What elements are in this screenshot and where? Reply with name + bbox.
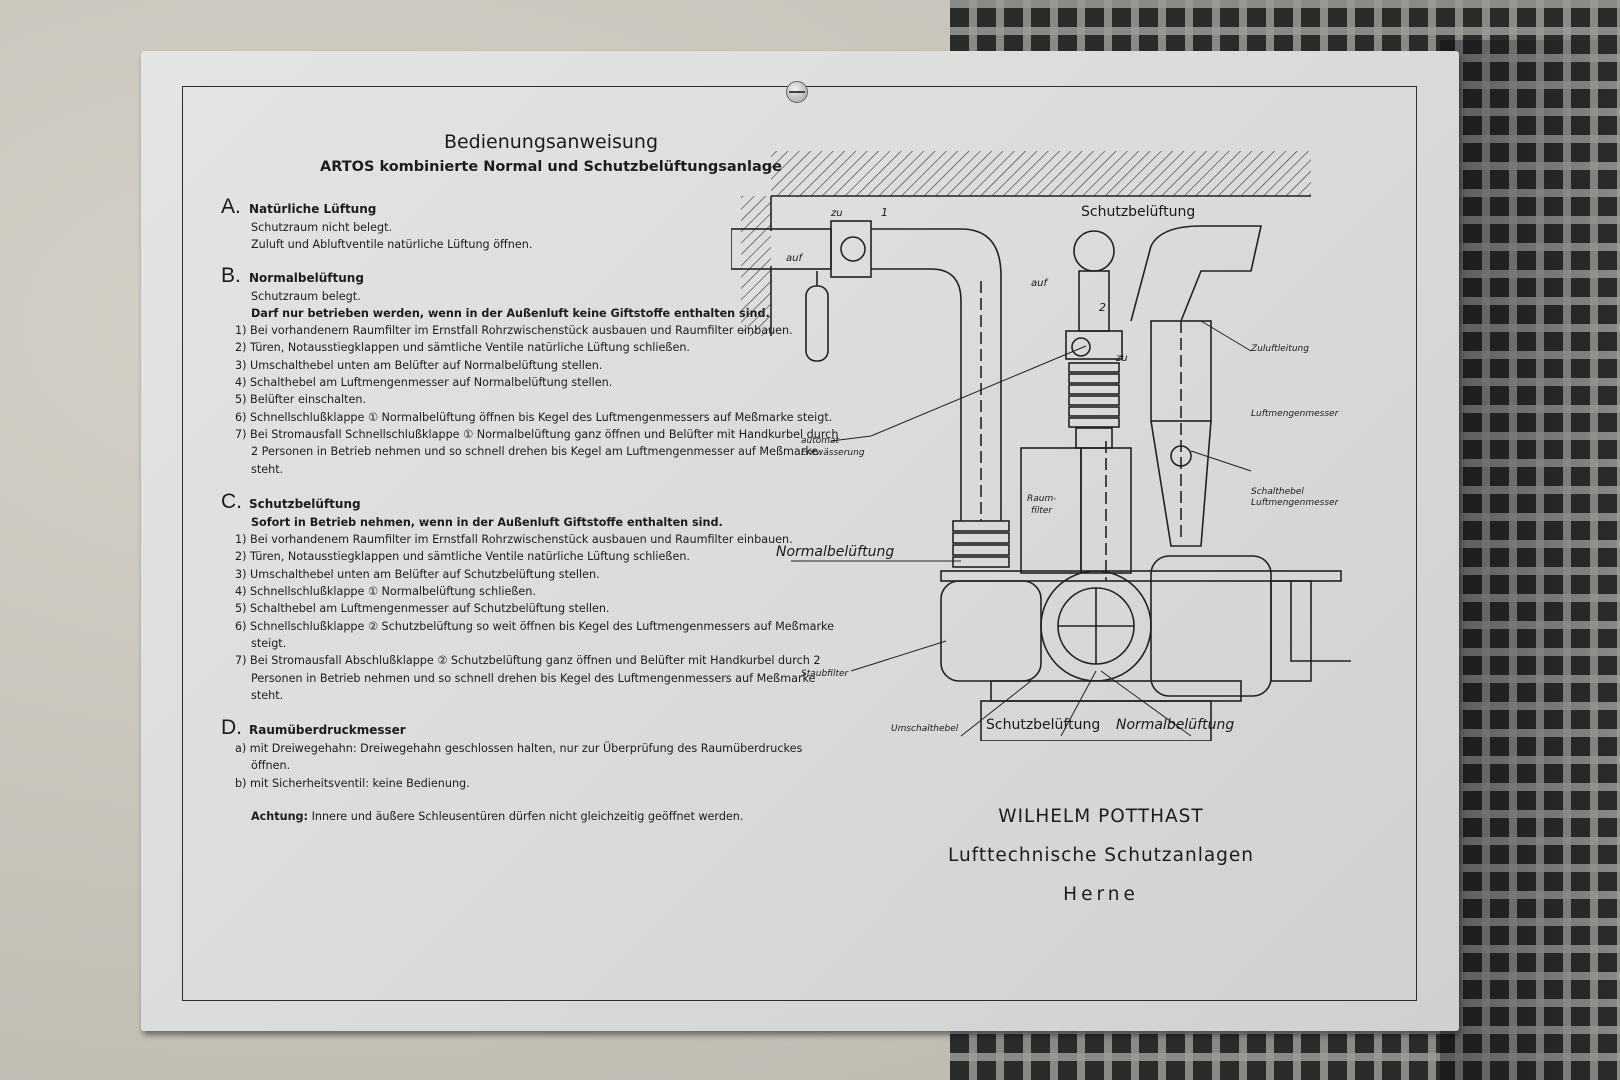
warning-note: Achtung: Innere und äußere Schleusentüre… (221, 808, 841, 825)
instruction-plate: Bedienungsanweisung ARTOS kombinierte No… (141, 51, 1459, 1031)
label-normal-bottom: Normalbelüftung (1116, 717, 1234, 733)
label-schutz-top: Schutzbelüftung (1081, 204, 1195, 220)
hand-crank (1290, 581, 1351, 662)
list-item: 7) Bei Stromausfall Abschlußklappe ② Sch… (235, 654, 821, 702)
label-auf-2: auf (1031, 278, 1048, 289)
label-schutz-bottom: Schutzbelüftung (986, 717, 1100, 733)
section-letter: D. (221, 716, 242, 740)
wall-hatching (741, 196, 771, 336)
section-line: Schutzraum nicht belegt. (251, 221, 393, 234)
label-auf: auf (786, 253, 803, 264)
section-letter: A. (221, 195, 241, 218)
section-line: Schutzraum belegt. (251, 289, 361, 303)
section-line: Zuluft und Abluftventile natürliche Lüft… (251, 238, 533, 252)
plate-subtitle: ARTOS kombinierte Normal und Schutzbelüf… (320, 159, 782, 175)
label-normal-left: Normalbelüftung (776, 544, 894, 560)
list-item: 3) Umschalthebel unten am Belüfter auf N… (235, 358, 603, 372)
valve-2 (1073, 230, 1115, 272)
section-warning: Sofort in Betrieb nehmen, wenn in der Au… (251, 515, 723, 529)
normal-duct (871, 228, 1002, 521)
note-text: Innere und äußere Schleusentüren dürfen … (311, 810, 744, 824)
section-c: C. Schutzbelüftung Sofort in Betrieb neh… (221, 490, 841, 704)
motor (1150, 555, 1272, 697)
label-automat: automat (801, 436, 840, 446)
manufacturer-city: Herne (1063, 884, 1139, 905)
note-label: Achtung: (251, 810, 309, 824)
label-number-2: 2 (1099, 301, 1106, 314)
zuluft-pipe (1130, 225, 1262, 322)
list-item: 1) Bei vorhandenem Raumfilter im Ernstfa… (235, 324, 793, 338)
list-item: 2) Türen, Notausstiegklappen und sämtlic… (235, 550, 690, 564)
list-item: b) mit Sicherheitsventil: keine Bedienun… (235, 776, 470, 790)
manufacturer-block: WILHELM POTTHAST Lufttechnische Schutzan… (931, 806, 1271, 905)
ceiling-hatching (771, 151, 1311, 196)
bellows-center (1068, 362, 1120, 428)
label-zu: zu (830, 208, 843, 219)
label-umschalthebel: Umschalthebel (891, 724, 959, 734)
label-staubfilter: Staubfilter (801, 669, 850, 679)
drain (805, 285, 829, 362)
list-item: 1) Bei vorhandenem Raumfilter im Ernstfa… (235, 533, 793, 547)
list-item: 7) Bei Stromausfall Schnellschlußklappe … (235, 427, 839, 476)
list-item: 6) Schnellschlußklappe ② Schutzbelüftung… (235, 619, 835, 650)
label-luftmengenmesser: Luftmengenmesser (1251, 409, 1340, 419)
label-raum: Raum- (1027, 494, 1057, 504)
instructions-column: Bedienungsanweisung ARTOS kombinierte No… (221, 131, 841, 825)
dust-filter (940, 580, 1042, 682)
valve-housing (1065, 330, 1123, 360)
section-letter: B. (221, 263, 241, 287)
base-plate (940, 570, 1342, 582)
plate-title: Bedienungsanweisung (443, 131, 659, 153)
label-zu-2: zu (1115, 353, 1128, 364)
label-number-1: 1 (881, 206, 888, 219)
list-item: 2) Türen, Notausstiegklappen und sämtlic… (235, 341, 690, 355)
section-d: D. Raumüberdruckmesser a) mit Dreiwegeha… (221, 716, 841, 792)
section-letter: C. (221, 489, 242, 513)
label-filter: filter (1031, 506, 1053, 516)
list-item: 5) Belüfter einschalten. (235, 393, 366, 407)
section-title: Raumüberdruckmesser (249, 723, 406, 738)
label-schalthebel: Schalthebel (1251, 487, 1304, 497)
manufacturer-name: WILHELM POTTHAST (998, 806, 1204, 827)
section-b: B. Normalbelüftung Schutzraum belegt. Da… (221, 264, 841, 478)
screw-icon (786, 81, 808, 103)
list-item: 3) Umschalthebel unten am Belüfter auf S… (235, 567, 600, 581)
list-item: 5) Schalthebel am Luftmengenmesser auf S… (235, 602, 610, 616)
label-schalthebel-2: Luftmengenmesser (1251, 498, 1340, 508)
section-title: Schutzbelüftung (249, 496, 361, 511)
manufacturer-line2: Lufttechnische Schutzanlagen (947, 845, 1255, 866)
list-item: 6) Schnellschlußklappe ① Normalbelüftung… (235, 410, 833, 424)
grate-shadow (1440, 40, 1620, 1080)
ventilation-system-diagram: Schutzbelüftung zu 1 auf auf zu 2 Zuluft… (731, 151, 1351, 741)
bellows-left (952, 520, 1010, 568)
section-warning: Darf nur betrieben werden, wenn in der A… (251, 306, 770, 320)
list-item: 4) Schalthebel am Luftmengenmesser auf N… (235, 376, 613, 390)
list-item: a) mit Dreiwegehahn: Dreiwegehahn geschl… (235, 742, 803, 773)
label-entwaesserung: Entwässerung (801, 448, 865, 458)
section-title: Normalbelüftung (249, 270, 364, 285)
label-zuluftleitung: Zuluftleitung (1250, 344, 1309, 354)
section-a: A. Natürliche Lüftung Schutzraum nicht b… (221, 195, 841, 254)
valve-1 (830, 220, 872, 278)
section-title: Natürliche Lüftung (249, 202, 377, 216)
list-item: 4) Schnellschlußklappe ① Normalbelüftung… (235, 585, 536, 599)
machine-base (980, 700, 1212, 741)
